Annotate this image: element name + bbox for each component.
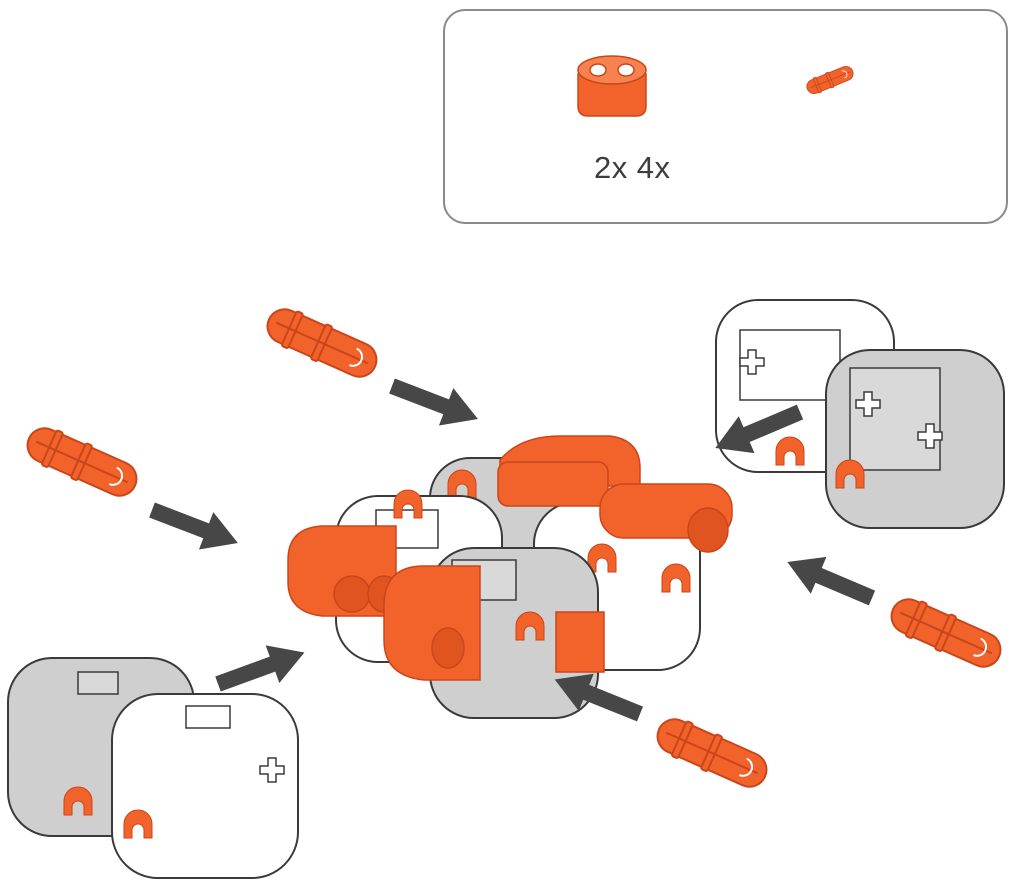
axle-pin-right (884, 591, 1008, 675)
orange-connector-top (497, 435, 641, 507)
arrow-lower-left (211, 633, 312, 703)
connector-quantity: 2x (594, 150, 628, 185)
right-cube-pair (715, 299, 1005, 529)
axle-pin-left (20, 420, 144, 504)
arrow-top (384, 367, 486, 438)
orange-double-hole-connector-icon (577, 55, 647, 117)
orange-connector-right (599, 483, 733, 553)
orange-axle-pin-icon (804, 63, 856, 97)
axle-pin-top (260, 301, 384, 385)
orange-connector-front (383, 565, 605, 681)
parts-list-box (443, 9, 1008, 224)
left-cube-pair (7, 657, 299, 879)
arrow-right (779, 543, 880, 617)
orange-connector-left (287, 525, 401, 617)
pin-quantity: 4x (636, 150, 671, 185)
center-assembly (287, 435, 733, 719)
arrow-left (144, 491, 246, 562)
axle-pin-bottom (650, 711, 774, 795)
